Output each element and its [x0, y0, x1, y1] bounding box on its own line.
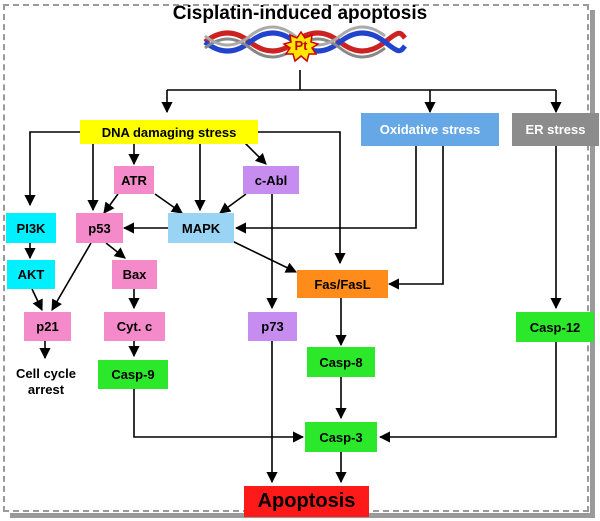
- node-akt: AKT: [7, 260, 55, 289]
- cell-cycle-arrest-line-1: Cell cycle: [16, 366, 76, 381]
- node-cell-cycle-arrest: Cell cycle arrest: [2, 366, 90, 398]
- platinum-star-icon: Pt: [282, 30, 320, 63]
- node-casp12: Casp-12: [516, 312, 594, 342]
- node-dna-damaging-stress: DNA damaging stress: [80, 120, 258, 144]
- node-casp3: Casp-3: [305, 422, 377, 452]
- node-cyt-c: Cyt. c: [104, 312, 165, 341]
- node-pi3k: PI3K: [6, 213, 56, 243]
- node-casp8: Casp-8: [307, 347, 375, 377]
- frame-shadow-right: [590, 10, 595, 516]
- node-p73: p73: [248, 312, 297, 341]
- node-er-stress: ER stress: [512, 113, 599, 146]
- node-atr: ATR: [114, 166, 154, 194]
- node-bax: Bax: [112, 260, 157, 289]
- node-mapk: MAPK: [168, 213, 234, 243]
- diagram-title: Cisplatin-induced apoptosis: [172, 3, 428, 24]
- node-p21: p21: [24, 312, 71, 341]
- pt-label: Pt: [295, 38, 309, 53]
- node-apoptosis: Apoptosis: [244, 486, 369, 517]
- node-p53: p53: [76, 213, 123, 243]
- node-casp9: Casp-9: [98, 360, 168, 389]
- node-c-abl: c-Abl: [243, 166, 299, 194]
- cell-cycle-arrest-line-2: arrest: [27, 382, 65, 397]
- node-oxidative-stress: Oxidative stress: [361, 113, 499, 146]
- node-fas-fasl: Fas/FasL: [297, 270, 388, 298]
